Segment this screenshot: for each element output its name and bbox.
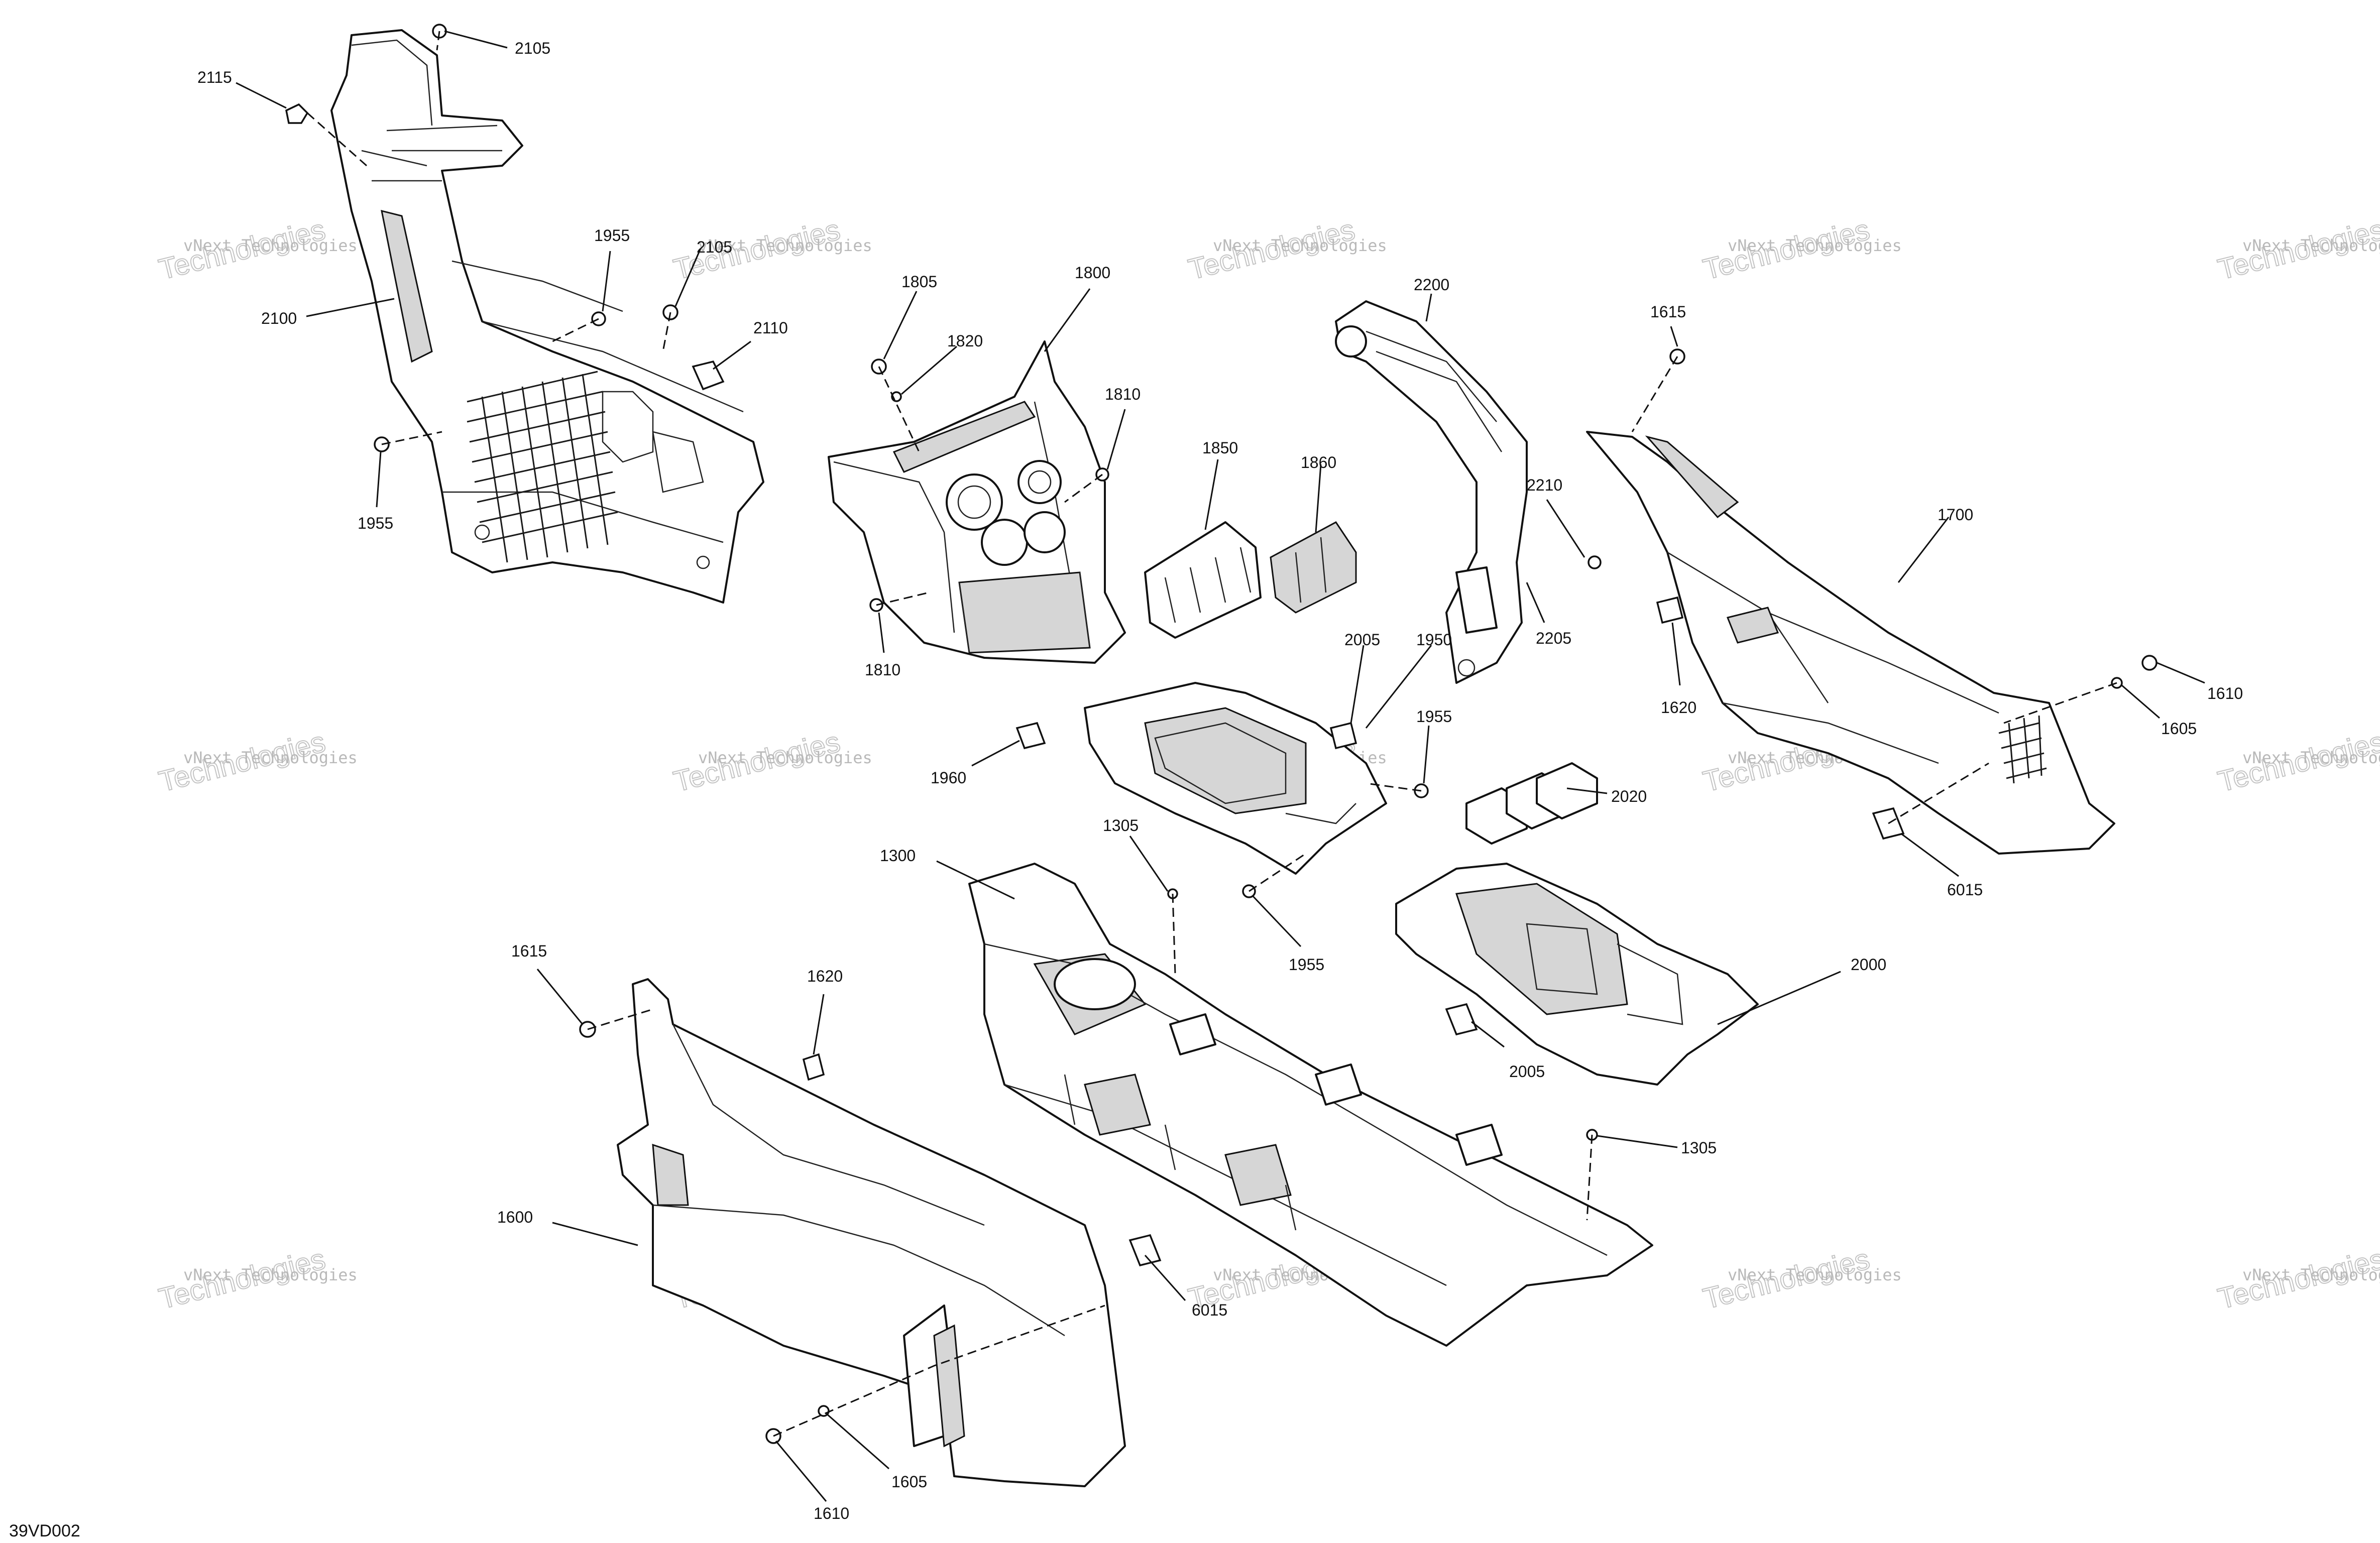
callout-1955: 1955 <box>1416 707 1452 726</box>
part-2200-side-rail <box>1335 300 1528 684</box>
watermark-small-text: vNext Technologies <box>183 1265 358 1284</box>
watermark-small-text: vNext Technologies <box>1728 1265 1902 1284</box>
leader-lines <box>236 30 2205 1502</box>
watermark-small-text: vNext Technologies <box>2242 1265 2380 1284</box>
callout-1810: 1810 <box>1105 385 1141 403</box>
callout-1850: 1850 <box>1202 439 1238 457</box>
part-1860-switch-blank <box>1270 521 1357 614</box>
watermark-small-text: vNext Technologies <box>1728 236 1902 255</box>
callout-6015: 6015 <box>1192 1301 1227 1319</box>
callout-1820: 1820 <box>947 332 983 350</box>
callout-2105: 2105 <box>515 39 550 57</box>
callout-1800: 1800 <box>1075 264 1110 282</box>
callout-1805: 1805 <box>901 273 937 291</box>
part-1850-switch-cover <box>1144 521 1262 639</box>
hardware-fasteners <box>285 24 2158 1444</box>
watermark-small-text: vNext Technologies <box>1213 236 1387 255</box>
watermark-small-text: vNext Technologies <box>183 748 358 767</box>
callout-1300: 1300 <box>880 847 916 865</box>
watermark-small-text: vNext Technologies <box>2242 748 2380 767</box>
watermark-small-text: vNext Technologies <box>698 748 872 767</box>
callout-2210: 2210 <box>1527 476 1562 494</box>
callout-1605: 1605 <box>2161 720 2197 738</box>
watermark-small-text: vNext Technologies <box>2242 236 2380 255</box>
callout-1305: 1305 <box>1103 816 1139 835</box>
callout-1605: 1605 <box>891 1473 927 1491</box>
callout-labels: 2105 2115 1955 2105 2100 2110 1955 1805 … <box>197 39 2243 1522</box>
watermark-small-text: vNext Technologies <box>698 236 872 255</box>
callout-2200: 2200 <box>1414 276 1449 294</box>
callout-1610: 1610 <box>814 1504 849 1522</box>
assembly-lines <box>307 31 2117 1437</box>
callout-1955: 1955 <box>594 226 630 245</box>
callout-1620: 1620 <box>1661 698 1696 717</box>
part-1300-console-tunnel <box>968 863 1653 1347</box>
callout-1610: 1610 <box>2207 684 2243 702</box>
callout-2000: 2000 <box>1851 956 1886 974</box>
callout-1615: 1615 <box>1650 303 1686 321</box>
callout-1305: 1305 <box>1681 1139 1717 1157</box>
callout-6015: 6015 <box>1947 881 1983 899</box>
callout-1955: 1955 <box>358 514 393 532</box>
part-1950-console-tray <box>1084 682 1387 875</box>
callout-1810: 1810 <box>865 661 900 679</box>
callout-2110: 2110 <box>753 319 788 337</box>
part-1700-right-panel <box>1586 431 2115 855</box>
callout-2005: 2005 <box>1344 631 1380 649</box>
callout-1955: 1955 <box>1289 956 1324 974</box>
watermark-small-text: vNext Technologies <box>183 236 358 255</box>
callout-1700: 1700 <box>1938 506 1973 524</box>
part-2020-switch-plugs <box>1465 762 1598 845</box>
callout-1615: 1615 <box>511 942 547 960</box>
callout-2205: 2205 <box>1536 629 1571 647</box>
callout-2005: 2005 <box>1509 1062 1545 1081</box>
callout-1860: 1860 <box>1301 453 1336 471</box>
callout-2115: 2115 <box>197 68 232 86</box>
callout-1950: 1950 <box>1416 631 1452 649</box>
callout-2020: 2020 <box>1611 787 1647 805</box>
part-2000-storage-tray <box>1395 863 1759 1086</box>
callout-1600: 1600 <box>497 1208 533 1226</box>
part-2100-support-bracket <box>330 29 764 604</box>
callout-2105: 2105 <box>697 238 732 256</box>
callout-2100: 2100 <box>261 309 297 327</box>
drawing-reference: 39VD002 <box>9 1521 80 1540</box>
callout-1960: 1960 <box>931 769 966 787</box>
callout-1620: 1620 <box>807 967 843 985</box>
part-1600-left-panel <box>617 978 1126 1487</box>
part-1800-console-panel <box>828 340 1126 664</box>
